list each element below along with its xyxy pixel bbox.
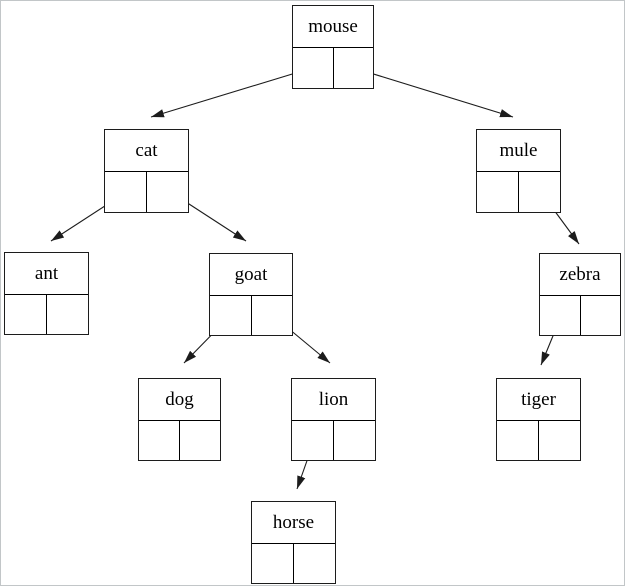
tree-node-mule: mule: [476, 129, 561, 213]
node-right-pointer-cell: [334, 421, 375, 460]
node-right-pointer-cell: [581, 296, 621, 335]
node-left-pointer-cell: [292, 420, 334, 460]
node-right-pointer-cell: [47, 295, 88, 334]
node-left-pointer-cell: [497, 420, 539, 460]
node-left-pointer-cell: [139, 420, 180, 460]
node-label: tiger: [497, 379, 580, 421]
tree-node-cat: cat: [104, 129, 189, 213]
node-right-pointer-cell: [180, 421, 220, 460]
node-label: dog: [139, 379, 220, 421]
tree-node-lion: lion: [291, 378, 376, 461]
node-pointer-cells: [210, 295, 293, 335]
node-left-pointer-cell: [477, 172, 519, 212]
node-right-pointer-cell: [252, 296, 293, 335]
node-label: cat: [105, 130, 188, 173]
node-pointer-cells: [252, 543, 335, 583]
tree-node-zebra: zebra: [539, 253, 621, 336]
tree-node-ant: ant: [4, 252, 89, 335]
tree-node-horse: horse: [251, 501, 336, 584]
node-left-pointer-cell: [210, 295, 252, 335]
node-label: zebra: [540, 254, 620, 296]
node-right-pointer-cell: [539, 421, 580, 460]
node-pointer-cells: [540, 295, 621, 335]
tree-node-dog: dog: [138, 378, 221, 461]
node-left-pointer-cell: [252, 543, 294, 583]
node-label: goat: [210, 254, 292, 296]
node-label: ant: [5, 253, 88, 295]
node-pointer-cells: [477, 172, 560, 212]
node-pointer-cells: [105, 172, 188, 212]
node-left-pointer-cell: [5, 294, 47, 334]
node-right-pointer-cell: [334, 48, 374, 88]
node-left-pointer-cell: [293, 48, 334, 88]
tree-node-tiger: tiger: [496, 378, 581, 461]
node-pointer-cells: [497, 420, 580, 460]
node-label: mouse: [293, 6, 373, 49]
tree-node-goat: goat: [209, 253, 293, 336]
node-right-pointer-cell: [294, 544, 335, 583]
node-pointer-cells: [293, 48, 373, 88]
node-right-pointer-cell: [147, 172, 188, 212]
node-pointer-cells: [139, 420, 220, 460]
node-label: horse: [252, 502, 335, 544]
node-label: mule: [477, 130, 560, 173]
node-label: lion: [292, 379, 375, 421]
node-left-pointer-cell: [105, 172, 147, 212]
node-right-pointer-cell: [519, 172, 560, 212]
node-pointer-cells: [292, 420, 375, 460]
node-left-pointer-cell: [540, 295, 581, 335]
node-pointer-cells: [5, 294, 88, 334]
tree-node-mouse: mouse: [292, 5, 374, 89]
